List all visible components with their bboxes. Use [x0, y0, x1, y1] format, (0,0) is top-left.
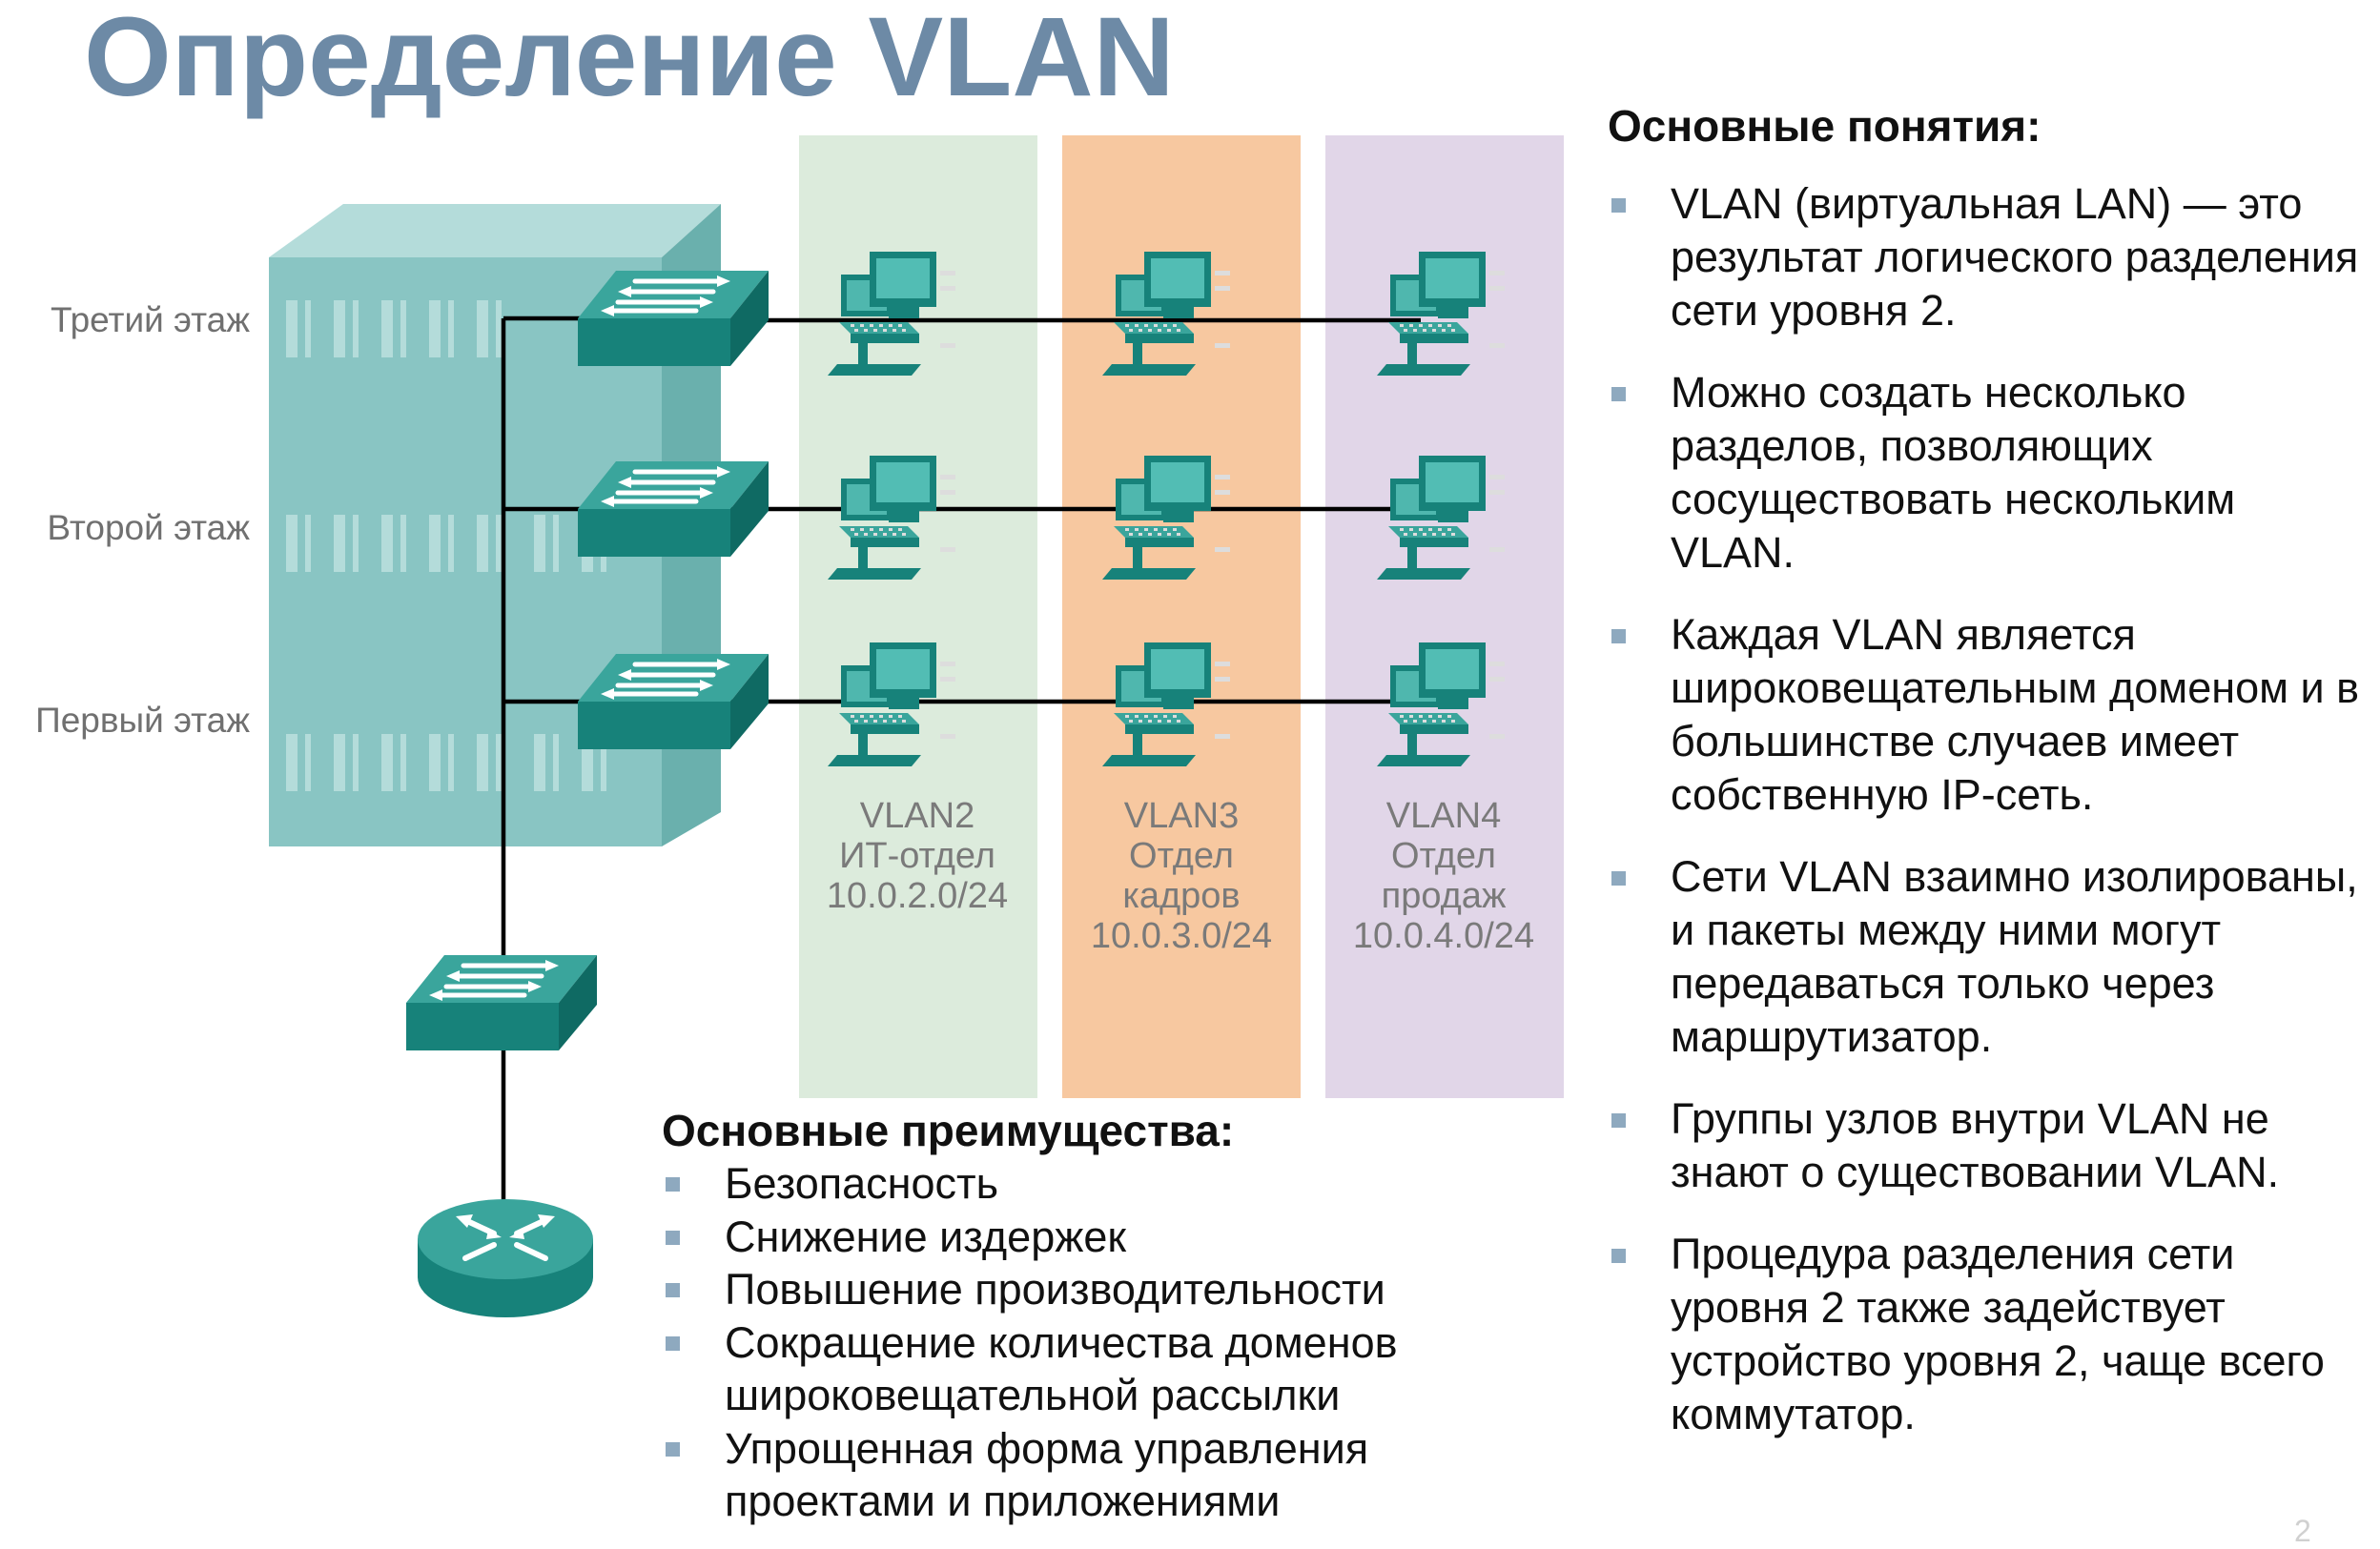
vlan4-dept-line1: Отдел: [1391, 836, 1496, 876]
slide-title: Определение VLAN: [84, 0, 1175, 120]
floor-label-first: Первый этаж: [35, 701, 250, 740]
vlan-network-diagram: Третий этаж Второй этаж Первый этаж VLAN…: [35, 135, 1564, 1317]
vlan4-dept-line2: продаж: [1382, 876, 1507, 916]
list-item: Процедура разделения сети уровня 2 также…: [1608, 1228, 2370, 1441]
switch-icon: [578, 654, 769, 749]
floor-label-third: Третий этаж: [51, 300, 250, 339]
square-bullet-icon: [1611, 198, 1626, 213]
vlan3-subnet: 10.0.3.0/24: [1091, 916, 1272, 956]
vlan2-dept: ИТ-отдел: [839, 836, 995, 876]
list-item-text: VLAN (виртуальная LAN) — это результат л…: [1671, 179, 2359, 335]
square-bullet-icon: [666, 1230, 680, 1245]
square-bullet-icon: [666, 1283, 680, 1297]
square-bullet-icon: [1611, 1249, 1626, 1263]
list-item-text: Снижение издержек: [725, 1212, 1127, 1261]
vlan3-dept-line2: кадров: [1122, 876, 1240, 916]
vlan3-dept-line1: Отдел: [1129, 836, 1234, 876]
list-item-text: Сокращение количества доменов широковеща…: [725, 1317, 1398, 1420]
list-item-text: Повышение производительности: [725, 1265, 1385, 1314]
concepts-title: Основные понятия:: [1608, 101, 2041, 151]
list-item: VLAN (виртуальная LAN) — это результат л…: [1608, 177, 2370, 337]
list-item: Сокращение количества доменов широковеща…: [662, 1316, 1520, 1422]
floor-label-second: Второй этаж: [47, 508, 250, 547]
list-item: Сети VLAN взаимно изолированы, и пакеты …: [1608, 850, 2370, 1064]
square-bullet-icon: [666, 1177, 680, 1192]
list-item: Повышение производительности: [662, 1263, 1520, 1316]
list-item: Группы узлов внутри VLAN не знают о суще…: [1608, 1092, 2370, 1199]
square-bullet-icon: [666, 1335, 680, 1351]
switch-icon: [578, 461, 769, 557]
list-item-text: Каждая VLAN является широковещательным д…: [1671, 610, 2360, 819]
list-item-text: Процедура разделения сети уровня 2 также…: [1671, 1230, 2325, 1438]
benefits-list: Безопасность Снижение издержек Повышение…: [662, 1157, 1520, 1528]
square-bullet-icon: [1611, 629, 1626, 643]
square-bullet-icon: [1611, 871, 1626, 886]
list-item: Снижение издержек: [662, 1211, 1520, 1264]
list-item-text: Упрощенная форма управления проектами и …: [725, 1423, 1369, 1526]
router-icon: [418, 1199, 593, 1317]
vlan3-name: VLAN3: [1124, 796, 1239, 836]
vlan4-name: VLAN4: [1386, 796, 1501, 836]
vlan2-name: VLAN2: [860, 796, 975, 836]
list-item-text: Можно создать несколько разделов, позвол…: [1671, 368, 2236, 577]
list-item-text: Группы узлов внутри VLAN не знают о суще…: [1671, 1094, 2280, 1196]
vlan2-subnet: 10.0.2.0/24: [827, 876, 1008, 916]
list-item-text: Сети VLAN взаимно изолированы, и пакеты …: [1671, 852, 2358, 1061]
list-item: Безопасность: [662, 1157, 1520, 1211]
square-bullet-icon: [1611, 387, 1626, 401]
switch-icon: [406, 955, 597, 1050]
vlan4-subnet: 10.0.4.0/24: [1353, 916, 1534, 956]
square-bullet-icon: [666, 1441, 680, 1457]
list-item: Можно создать несколько разделов, позвол…: [1608, 366, 2370, 580]
page-number: 2: [2294, 1514, 2311, 1548]
list-item-text: Безопасность: [725, 1159, 999, 1208]
benefits-title: Основные преимущества:: [662, 1106, 1235, 1155]
list-item: Каждая VLAN является широковещательным д…: [1608, 608, 2370, 822]
list-item: Упрощенная форма управления проектами и …: [662, 1422, 1520, 1528]
switch-icon: [578, 271, 769, 366]
square-bullet-icon: [1611, 1113, 1626, 1128]
concepts-list: VLAN (виртуальная LAN) — это результат л…: [1608, 177, 2370, 1470]
